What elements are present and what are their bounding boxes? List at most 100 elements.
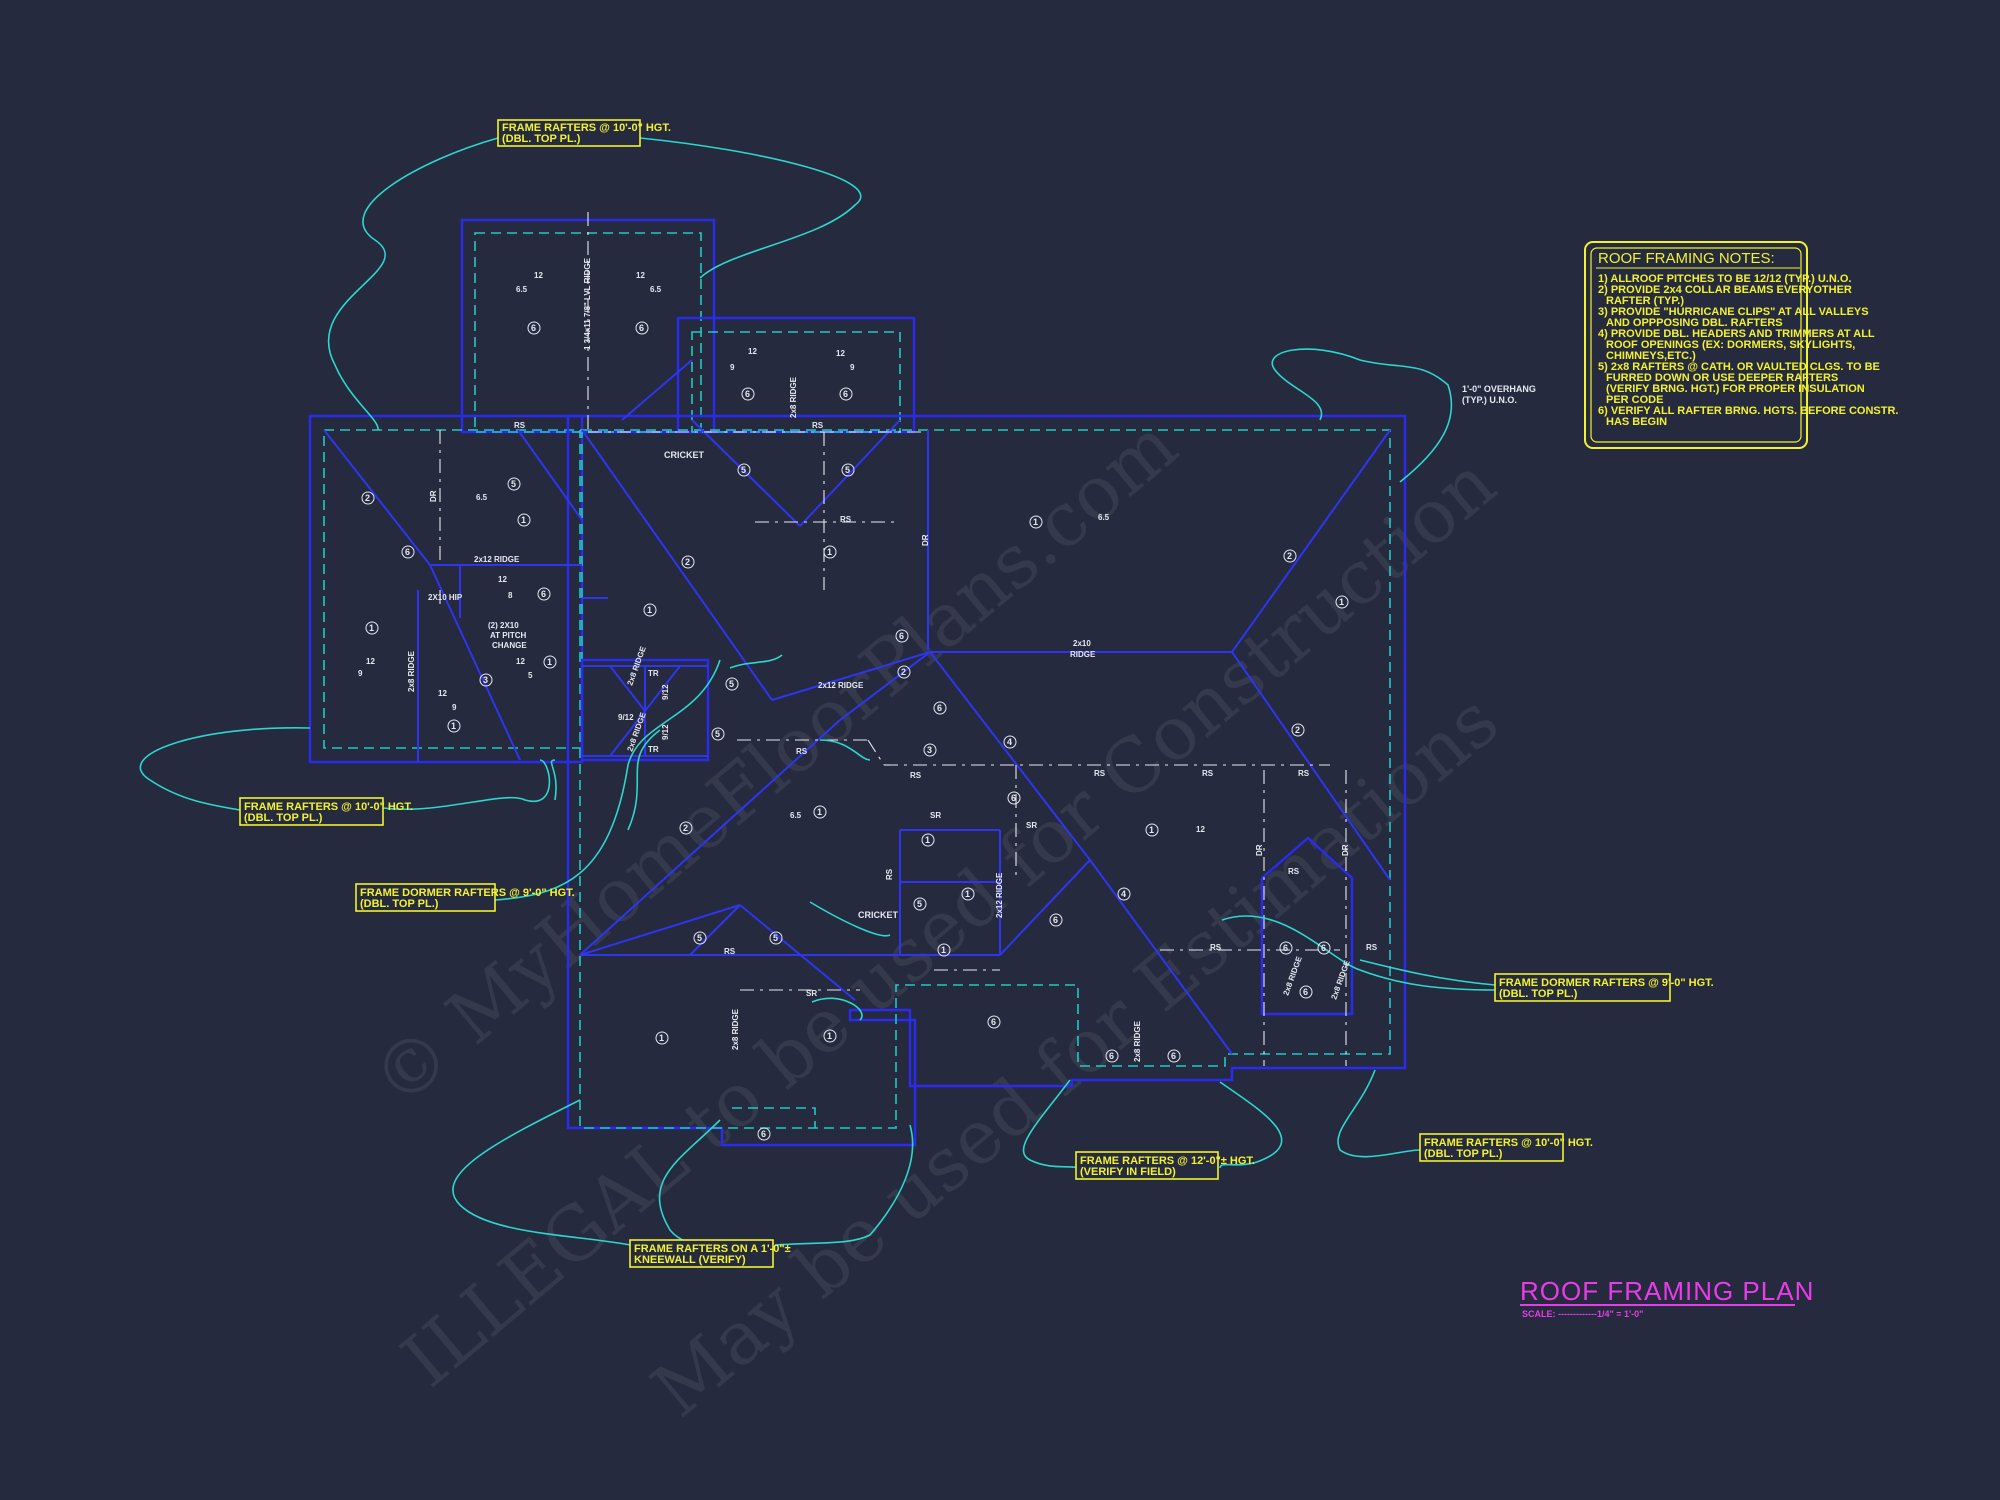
svg-text:PER CODE: PER CODE: [1606, 394, 1663, 406]
tag-4-a: 4: [1003, 735, 1017, 749]
ridge-word-label: RIDGE: [1070, 650, 1096, 659]
svg-text:1: 1: [547, 657, 552, 667]
pitch-6-5-d: 6.5: [1098, 513, 1110, 522]
pitch-6-5-b: 6.5: [650, 285, 662, 294]
pitch-12-d: 12: [836, 349, 845, 358]
callout-top-left: FRAME RAFTERS @ 10'-0" HGT. (DBL. TOP PL…: [497, 119, 671, 147]
dr-label-2: DR: [921, 534, 930, 546]
svg-text:2: 2: [1295, 725, 1300, 735]
tag-6-k: 6: [1279, 941, 1293, 955]
tag-6-e: 6: [401, 545, 415, 559]
pitch-12-f: 12: [438, 689, 447, 698]
pitch-12-g: 12: [498, 575, 507, 584]
svg-text:5: 5: [917, 899, 922, 909]
callout-boxes: FRAME RAFTERS @ 10'-0" HGT. (DBL. TOP PL…: [239, 119, 1714, 1268]
tag-3-b: 3: [923, 743, 937, 757]
tag-5-b: 5: [841, 463, 855, 477]
callout-bottom-right: FRAME RAFTERS @ 10'-0" HGT. (DBL. TOP PL…: [1419, 1133, 1593, 1162]
svg-text:AND OPPPOSING DBL. RAFTERS: AND OPPPOSING DBL. RAFTERS: [1606, 317, 1783, 329]
tag-6-m: 6: [1299, 985, 1313, 999]
svg-text:6: 6: [1303, 987, 1308, 997]
tag-6-g: 6: [895, 629, 909, 643]
tag-1-f: 1: [823, 545, 837, 559]
pitch-12-i: 12: [1196, 825, 1205, 834]
tag-2-d: 2: [897, 665, 911, 679]
rs-label-10: RS: [724, 947, 736, 956]
ridge-2x12-label-a: 2x12 RIDGE: [474, 555, 520, 564]
rs-label-1: RS: [514, 421, 526, 430]
svg-text:FRAME RAFTERS ON A 1'-0"±: FRAME RAFTERS ON A 1'-0"±: [634, 1243, 791, 1255]
rs-label-12: RS: [1366, 943, 1378, 952]
pitch-6-5-c: 6.5: [476, 493, 488, 502]
svg-text:5) 2x8 RAFTERS @ CATH. OR VAUL: 5) 2x8 RAFTERS @ CATH. OR VAULTED CLGS. …: [1598, 361, 1880, 373]
svg-text:FURRED DOWN OR USE DEEPER RAFT: FURRED DOWN OR USE DEEPER RAFTERS: [1606, 372, 1838, 384]
tag-5-a: 5: [737, 463, 751, 477]
main-body-wall: [566, 414, 1407, 1147]
svg-text:CHIMNEYS,ETC.): CHIMNEYS,ETC.): [1606, 350, 1696, 362]
tag-6-b: 6: [635, 321, 649, 335]
center-dormer-wall: [580, 658, 710, 762]
watermark: © MyHomeFloorPlans.com ILLEGAL to be use…: [356, 402, 1514, 1434]
callout-left-mid: FRAME RAFTERS @ 10'-0" HGT. (DBL. TOP PL…: [239, 797, 413, 826]
rs-label-8: RS: [1298, 769, 1310, 778]
svg-text:6: 6: [1171, 1051, 1176, 1061]
tag-6-o: 6: [1105, 1049, 1119, 1063]
pitch-12-c: 12: [748, 347, 757, 356]
svg-text:1: 1: [369, 623, 374, 633]
plan-title: ROOF FRAMING PLAN: [1520, 1276, 1814, 1306]
tag-5-c: 5: [507, 477, 521, 491]
hip-label: 2X10 HIP: [428, 593, 463, 602]
cricket-label-top: CRICKET: [664, 450, 705, 460]
svg-text:FRAME RAFTERS @ 12'-0"± HGT.: FRAME RAFTERS @ 12'-0"± HGT.: [1080, 1155, 1255, 1167]
svg-text:(DBL. TOP PL.): (DBL. TOP PL.): [1424, 1148, 1503, 1160]
tag-2-b: 2: [681, 555, 695, 569]
svg-text:FRAME RAFTERS @ 10'-0" HGT.: FRAME RAFTERS @ 10'-0" HGT.: [1424, 1137, 1593, 1149]
ridge-2x8-label-c: 2x8 RIDGE: [731, 1008, 740, 1050]
pitch-change-line-1: (2) 2X10: [488, 621, 519, 630]
pitch-9-d: 9: [452, 703, 457, 712]
tag-1-o: 1: [823, 1029, 837, 1043]
rs-label-4: RS: [796, 747, 808, 756]
svg-text:5: 5: [741, 465, 746, 475]
ridge-2x8-label-a: 2x8 RIDGE: [789, 376, 798, 418]
ridge-2x8-label-d: 2x8 RIDGE: [1133, 1020, 1142, 1062]
svg-text:1: 1: [647, 605, 652, 615]
tag-1-h: 1: [1335, 595, 1349, 609]
dr-label-1: DR: [429, 490, 438, 502]
pitch-912-3: 9/12: [661, 724, 670, 740]
pitch-912-2: 9/12: [661, 684, 670, 700]
svg-text:6: 6: [761, 1129, 766, 1139]
tr-label-2: TR: [648, 745, 659, 754]
svg-text:4) PROVIDE DBL. HEADERS AND TR: 4) PROVIDE DBL. HEADERS AND TRIMMERS AT …: [1598, 328, 1875, 340]
callout-12ft: FRAME RAFTERS @ 12'-0"± HGT. (VERIFY IN …: [1075, 1151, 1255, 1180]
tag-6-n: 6: [987, 1015, 1001, 1029]
pitch-9-a: 9: [730, 363, 735, 372]
tag-1-l: 1: [961, 887, 975, 901]
svg-text:2: 2: [365, 493, 370, 503]
tag-6-p: 6: [1167, 1049, 1181, 1063]
ridge-2x8-dormer-4: 2x8 RIDGE: [1329, 959, 1352, 1001]
sr-label-1: SR: [930, 811, 941, 820]
tag-1-n: 1: [655, 1031, 669, 1045]
pitch-change-line-2: AT PITCH: [490, 631, 527, 640]
tag-1-k: 1: [1145, 823, 1159, 837]
svg-text:(DBL. TOP PL.): (DBL. TOP PL.): [244, 812, 323, 824]
svg-text:1: 1: [451, 721, 456, 731]
svg-text:1: 1: [1339, 597, 1344, 607]
rs-label-9: RS: [1288, 867, 1300, 876]
svg-text:2: 2: [901, 667, 906, 677]
svg-text:6: 6: [405, 547, 410, 557]
right-dormer-wall: [1260, 836, 1354, 1016]
svg-text:5: 5: [729, 679, 734, 689]
tag-6-a: 6: [527, 321, 541, 335]
svg-text:1: 1: [827, 547, 832, 557]
rs-label-5: RS: [910, 771, 922, 780]
tag-2-f: 2: [679, 821, 693, 835]
ridge-2x10-label: 2x10: [1073, 639, 1091, 648]
tag-6-q: 6: [757, 1127, 771, 1141]
svg-text:(VERIFY IN FIELD): (VERIFY IN FIELD): [1080, 1166, 1176, 1178]
rs-label-3: RS: [840, 515, 852, 524]
small-gable-overhang: [691, 331, 901, 433]
pitch-6-5-a: 6.5: [516, 285, 528, 294]
svg-text:6: 6: [531, 323, 536, 333]
